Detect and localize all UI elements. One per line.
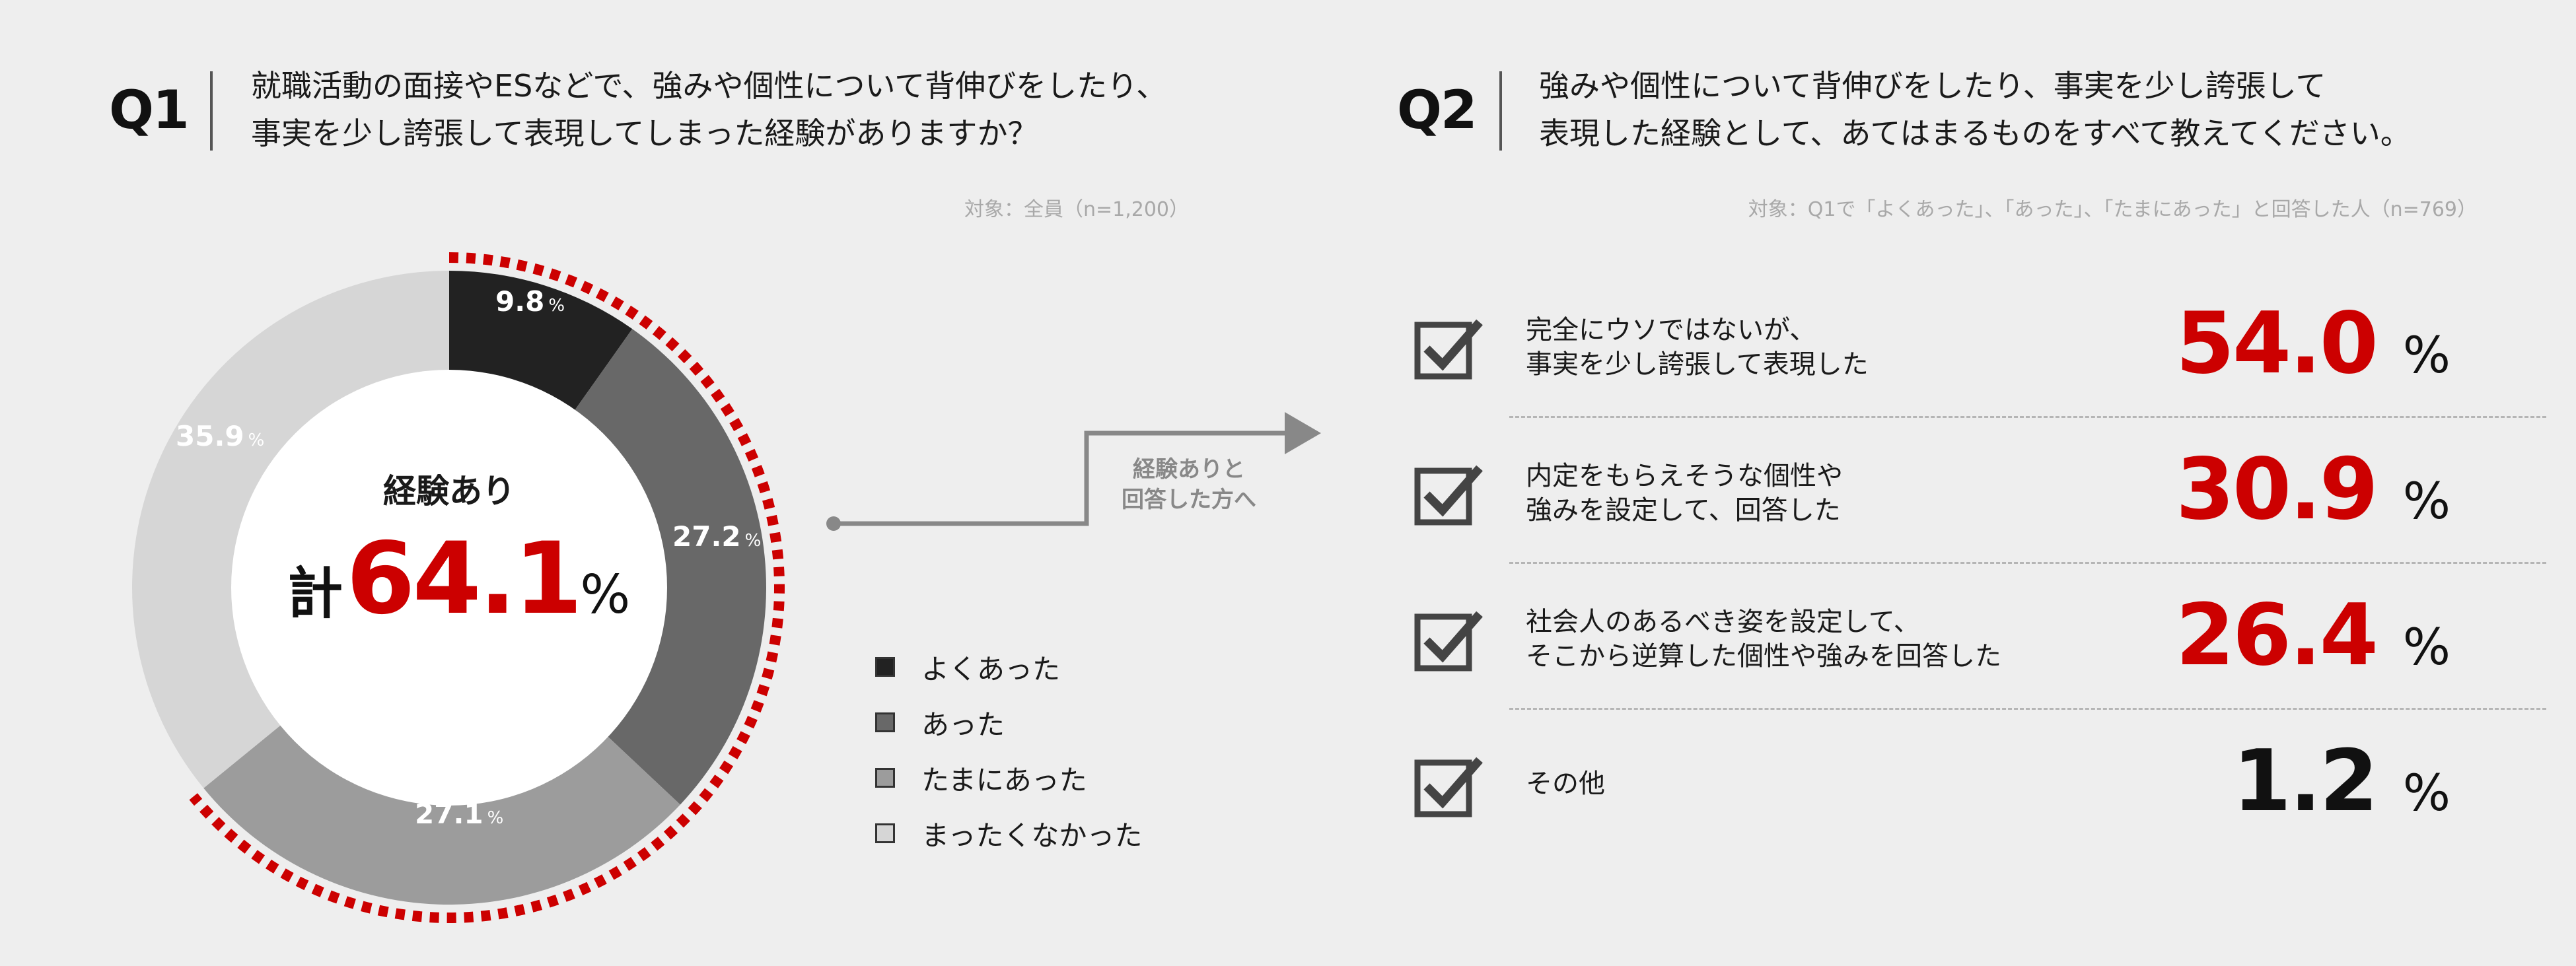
segment-label-mattakunakatta: 35.9% [176,420,264,452]
segment-label-yokuatta: 9.8% [495,285,565,318]
legend-label: よくあった [921,652,1061,685]
segment-label-tamaniatta: 27.1% [415,798,503,830]
item-value-group: 54.0 % [2139,294,2451,393]
q2-title-line2: 表現した経験として、あてはまるものをすべて教えてください。 [1539,116,2411,151]
legend-swatch [875,823,895,843]
row-divider [1509,562,2546,564]
segment-value-atta: 27.2 [672,520,741,553]
connector-line [834,431,1295,526]
arrow-caption: 経験ありと 回答した方へ [1096,454,1281,515]
item-value-group: 30.9 % [2139,440,2451,539]
arrow-caption-line2: 回答した方へ [1122,487,1256,513]
highlight-arc [189,252,785,923]
legend-label: たまにあった [921,763,1087,796]
item-value: 26.4 [2175,586,2379,685]
segment-unit: % [248,431,265,450]
item-value: 1.2 [2233,732,2379,831]
item-unit: % [2402,617,2451,676]
donut-center-total: 計 64.1% [287,522,630,637]
arrow-caption-line1: 経験ありと [1133,456,1245,483]
item-text-line2: 事実を少し誇張して表現した [1526,349,1869,380]
item-text: その他 [1526,767,1605,801]
item-value-group: 26.4 % [2139,586,2451,685]
legend-swatch [875,657,895,677]
q2-title: 強みや個性について背伸びをしたり、事実を少し誇張して 表現した経験として、あては… [1539,62,2411,157]
q2-title-line1: 強みや個性について背伸びをしたり、事実を少し誇張して [1539,68,2326,104]
q2-label: Q2 [1397,79,1478,141]
q1-title-line2: 事実を少し誇張して表現してしまった経験がありますか？ [251,116,1038,151]
item-text-line2: 強みを設定して、回答した [1526,495,1841,526]
list-item: 社会人のあるべき姿を設定して、 そこから逆算した個性や強みを回答した 26.4 … [1413,576,2451,708]
arrow-head-icon [1285,412,1321,454]
donut-segment-mattakunakatta [132,271,450,788]
row-divider [1509,416,2546,418]
q1-title: 就職活動の面接やESなどで、強みや個性について背伸びをしたり、 事実を少し誇張し… [251,62,1166,157]
item-text-line1: 社会人のあるべき姿を設定して、 [1526,607,1920,637]
segment-value-mattakunakatta: 35.9 [176,420,244,452]
item-text-line1: その他 [1526,769,1605,799]
legend-item-atta: あった [875,703,1142,742]
legend-swatch [875,712,895,732]
item-text: 内定をもらえそうな個性や 強みを設定して、回答した [1526,459,1843,528]
checkbox-checked-icon [1414,465,1483,526]
item-value: 54.0 [2175,294,2379,393]
segment-unit: % [744,531,762,551]
connector-arrow [826,412,1321,531]
q2-list: 完全にウソではないが、 事実を少し誇張して表現した 54.0 % 内定をもらえそ… [1413,284,2546,854]
list-item: 内定をもらえそうな個性や 強みを設定して、回答した 30.9 % [1413,430,2451,562]
item-text: 社会人のあるべき姿を設定して、 そこから逆算した個性や強みを回答した [1526,605,2001,673]
legend-label: まったくなかった [921,819,1143,852]
donut-chart [132,252,785,923]
legend-item-yokuatta: よくあった [875,647,1142,687]
donut-segment-atta [571,329,766,805]
item-text-line1: 内定をもらえそうな個性や [1526,461,1843,491]
item-unit: % [2402,471,2451,530]
q1-title-line1: 就職活動の面接やESなどで、強みや個性について背伸びをしたり、 [251,68,1167,104]
checkbox-checked-icon [1414,319,1483,380]
legend-label: あった [921,708,1005,741]
q2-divider [1499,71,1502,151]
item-unit: % [2402,763,2451,822]
list-item: その他 1.2 % [1413,722,2451,854]
item-text-line2: そこから逆算した個性や強みを回答した [1526,641,2001,672]
row-divider [1509,708,2546,710]
q1-label: Q1 [109,79,190,141]
q1-note: 対象：全員（n=1,200） [964,198,1189,221]
legend-item-tamaniatta: たまにあった [875,758,1142,798]
donut-center-title: 経験あり [383,472,515,510]
item-unit: % [2402,326,2451,384]
item-value-group: 1.2 % [2139,732,2451,831]
total-unit: % [580,564,631,625]
total-prefix: 計 [287,561,343,626]
segment-unit: % [487,808,504,828]
checkbox-checked-icon [1414,757,1483,817]
q2-note: 対象：Q1で「よくあった」、「あった」、「たまにあった」と回答した人（n=769… [1748,198,2477,221]
total-value: 64.1 [346,522,583,637]
segment-value-tamaniatta: 27.1 [415,798,483,830]
segment-label-atta: 27.2% [672,520,761,553]
item-text: 完全にウソではないが、 事実を少し誇張して表現した [1526,313,1869,382]
legend-item-mattakunakatta: まったくなかった [875,813,1142,853]
item-text-line1: 完全にウソではないが、 [1526,315,1816,345]
segment-unit: % [548,296,565,316]
item-value: 30.9 [2175,440,2379,539]
donut-legend: よくあった あった たまにあった まったくなかった [875,647,1142,853]
legend-swatch [875,768,895,788]
q1-divider [210,71,213,151]
checkbox-checked-icon [1414,611,1483,672]
list-item: 完全にウソではないが、 事実を少し誇張して表現した 54.0 % [1413,284,2451,416]
donut-center-hole [231,370,667,806]
segment-value-yokuatta: 9.8 [495,285,545,318]
donut-highlight [189,252,785,923]
